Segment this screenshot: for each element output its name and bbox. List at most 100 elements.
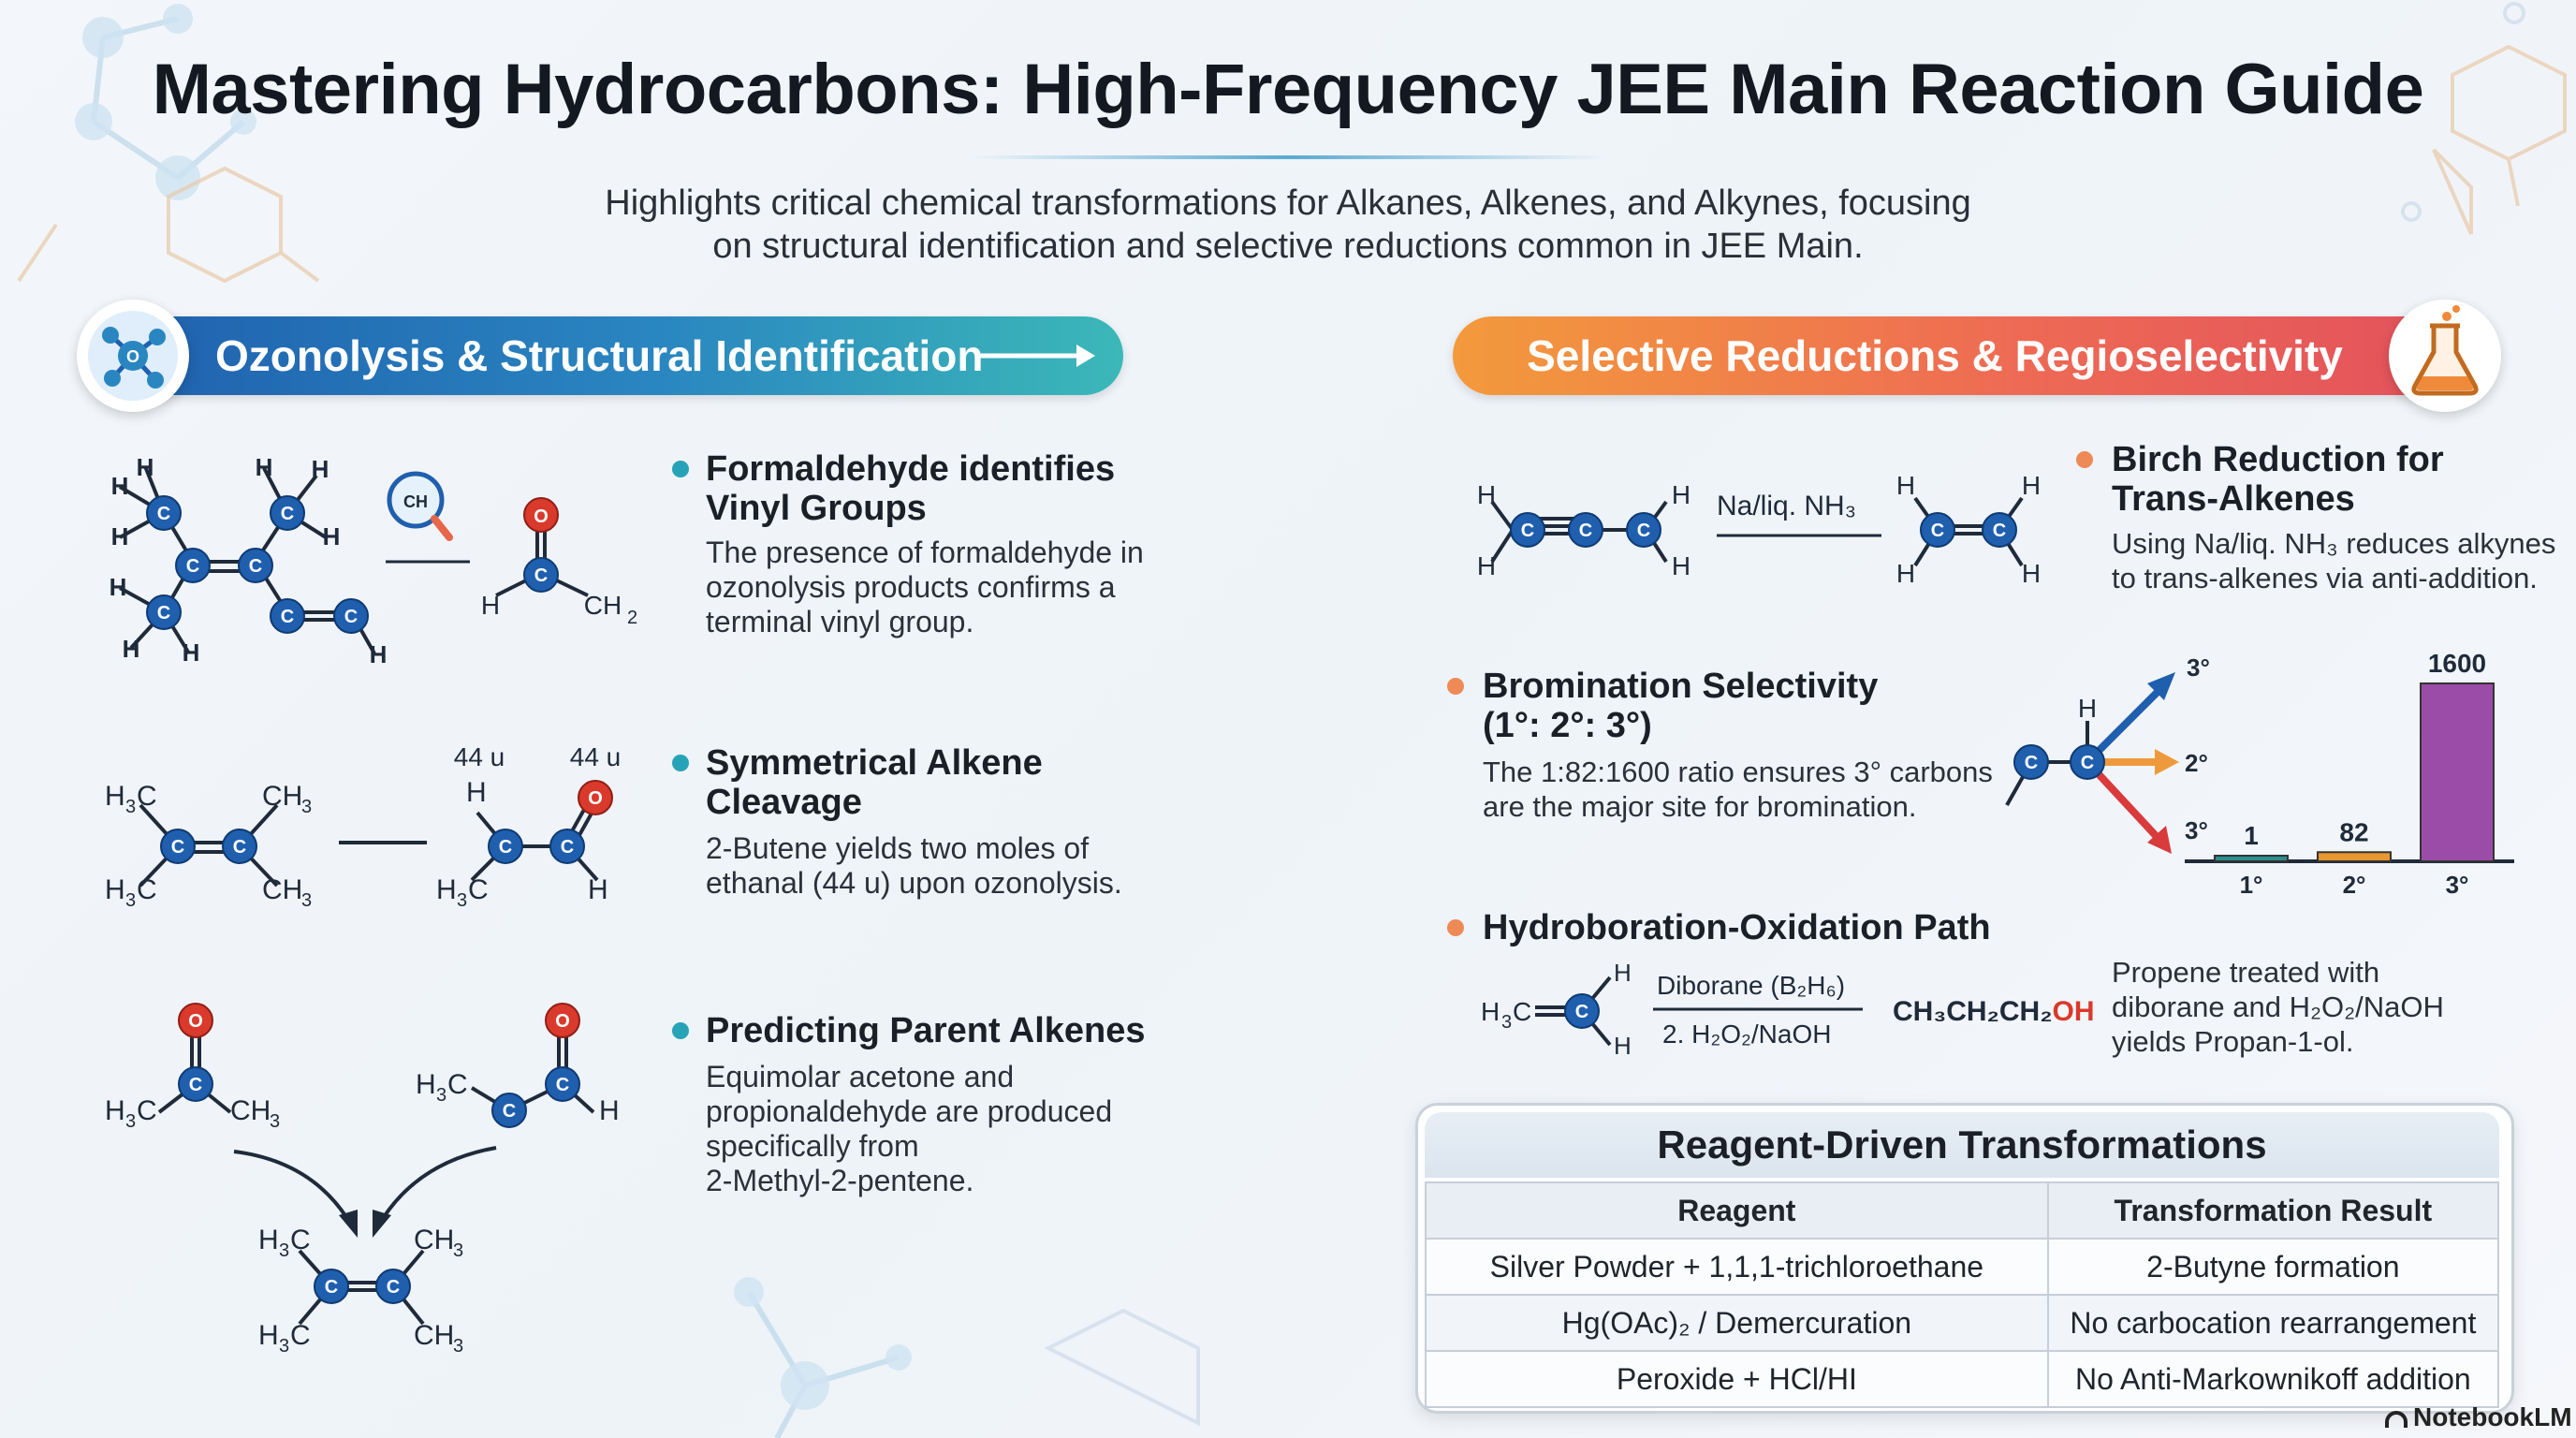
svg-text:C: C [499, 837, 512, 858]
svg-text:3: 3 [453, 1240, 463, 1261]
flask-icon [2411, 305, 2479, 396]
svg-text:H: H [123, 635, 140, 663]
svg-text:H: H [1614, 959, 1632, 987]
svg-text:C: C [1579, 521, 1592, 541]
svg-text:H: H [312, 455, 329, 483]
item-title: Predicting Parent Alkenes [706, 1011, 1193, 1050]
table-cell: Peroxide + HCl/HI [1425, 1350, 2049, 1408]
svg-text:C: C [387, 1277, 400, 1298]
svg-text:CH: CH [262, 781, 302, 812]
section-banner-reductions: Selective Reductions & Regioselectivity [1453, 316, 2482, 395]
chart-value-label: 1 [2244, 821, 2259, 850]
chart-value-label: 1600 [2428, 649, 2486, 678]
page-title: Mastering Hydrocarbons: High-Frequency J… [152, 50, 2424, 129]
svg-text:H: H [111, 472, 129, 500]
text-line: Equimolar acetone and [706, 1060, 1015, 1093]
text-line: diborane and H₂O₂/NaOH [2112, 990, 2444, 1023]
svg-text:H: H [1896, 559, 1915, 588]
svg-text:H: H [323, 522, 341, 550]
title-line: (1°: 2°: 3°) [1483, 706, 1652, 745]
svg-text:H: H [105, 874, 125, 905]
arrow-label: 2° [2185, 749, 2208, 777]
svg-text:H: H [137, 453, 154, 481]
chart-bar [2420, 682, 2495, 862]
title-line: Predicting Parent Alkenes [706, 1011, 1146, 1050]
svg-text:CH: CH [262, 874, 302, 905]
svg-text:H: H [599, 1095, 620, 1126]
svg-text:C: C [137, 874, 157, 905]
svg-text:H: H [1477, 480, 1496, 509]
bullet-dot [1447, 919, 1464, 936]
svg-text:C: C [1521, 521, 1534, 541]
text-line: Propene treated with [2112, 956, 2380, 989]
notebook-logo-icon [2385, 1411, 2408, 1428]
title-line: Bromination Selectivity [1483, 667, 1879, 706]
brand-text: NotebookLM [2413, 1402, 2572, 1431]
magnifier-icon: CH [387, 471, 453, 541]
svg-text:C: C [447, 1069, 468, 1100]
title-line: Symmetrical Alkene [706, 743, 1043, 783]
text-line: to trans-alkenes via anti-addition. [2112, 562, 2538, 594]
svg-text:C: C [137, 1095, 157, 1126]
svg-text:C: C [137, 781, 157, 812]
svg-text:H: H [2022, 559, 2041, 588]
title-line: Formaldehyde identifies [706, 449, 1116, 489]
arrow-right-icon [979, 345, 1095, 367]
svg-text:C: C [1575, 1002, 1588, 1022]
svg-text:C: C [468, 874, 489, 905]
svg-text:3: 3 [270, 1111, 280, 1132]
table-row: Hg(OAc)₂ / Demercuration No carbocation … [1425, 1294, 2500, 1352]
text-line: ethanal (44 u) upon ozonolysis. [706, 866, 1122, 900]
chart-category-label: 3° [2446, 871, 2469, 899]
bullet-dot [672, 461, 689, 477]
subtitle-line: on structural identification and selecti… [712, 227, 1864, 266]
item-title: Bromination Selectivity (1°: 2°: 3°) [1483, 667, 2007, 745]
table-header-row: Reagent Transformation Result [1425, 1181, 2500, 1240]
svg-text:3: 3 [125, 797, 136, 817]
svg-text:C: C [1931, 521, 1944, 541]
arrow-label: 3° [2187, 655, 2210, 682]
svg-text:H: H [1477, 551, 1496, 580]
svg-text:H: H [1896, 471, 1915, 500]
product-formula: CH₃CH₂CH₂ [1893, 996, 2053, 1027]
text-line: terminal vinyl group. [706, 605, 974, 638]
svg-text:O: O [588, 788, 603, 809]
svg-text:C: C [2081, 753, 2094, 773]
table-row: Peroxide + HCl/HI No Anti-Markownikoff a… [1425, 1350, 2500, 1408]
chart-value-label: 82 [2339, 817, 2368, 846]
svg-text:C: C [290, 1320, 311, 1351]
svg-text:C: C [189, 1075, 202, 1095]
text-line: The 1:82:1600 ratio ensures 3° carbons [1483, 756, 1993, 788]
molecule-badge: O [77, 300, 189, 412]
svg-text:C: C [325, 1277, 338, 1298]
bullet-dot [672, 755, 689, 771]
svg-text:C: C [503, 1101, 516, 1122]
item-text: Equimolar acetone and propionaldehyde ar… [706, 1060, 1193, 1198]
svg-text:C: C [281, 607, 294, 627]
svg-text:C: C [157, 504, 170, 524]
svg-text:O: O [534, 506, 549, 527]
molecule-icon: O [88, 311, 178, 401]
svg-text:C: C [1637, 521, 1650, 541]
chart-category-label: 1° [2240, 871, 2263, 899]
item-title: Formaldehyde identifies Vinyl Groups [706, 449, 1193, 528]
table-row: Silver Powder + 1,1,1-trichloroethane 2-… [1425, 1238, 2500, 1296]
item-title: Birch Reduction for Trans-Alkenes [2112, 440, 2552, 519]
svg-text:H: H [370, 640, 388, 668]
svg-text:H: H [111, 522, 129, 550]
bullet-dot [1447, 678, 1464, 695]
svg-text:3: 3 [453, 1336, 463, 1357]
svg-text:O: O [555, 1011, 570, 1032]
item-hydroboration-text: Propene treated with diborane and H₂O₂/N… [2112, 955, 2524, 1059]
svg-text:3: 3 [301, 890, 312, 911]
arrow-label: 3° [2185, 816, 2208, 844]
svg-text:H: H [1672, 551, 1690, 580]
svg-text:3: 3 [125, 1111, 136, 1132]
title-divider [970, 155, 1606, 159]
item-text: 2-Butene yields two moles of ethanal (44… [706, 831, 1193, 901]
